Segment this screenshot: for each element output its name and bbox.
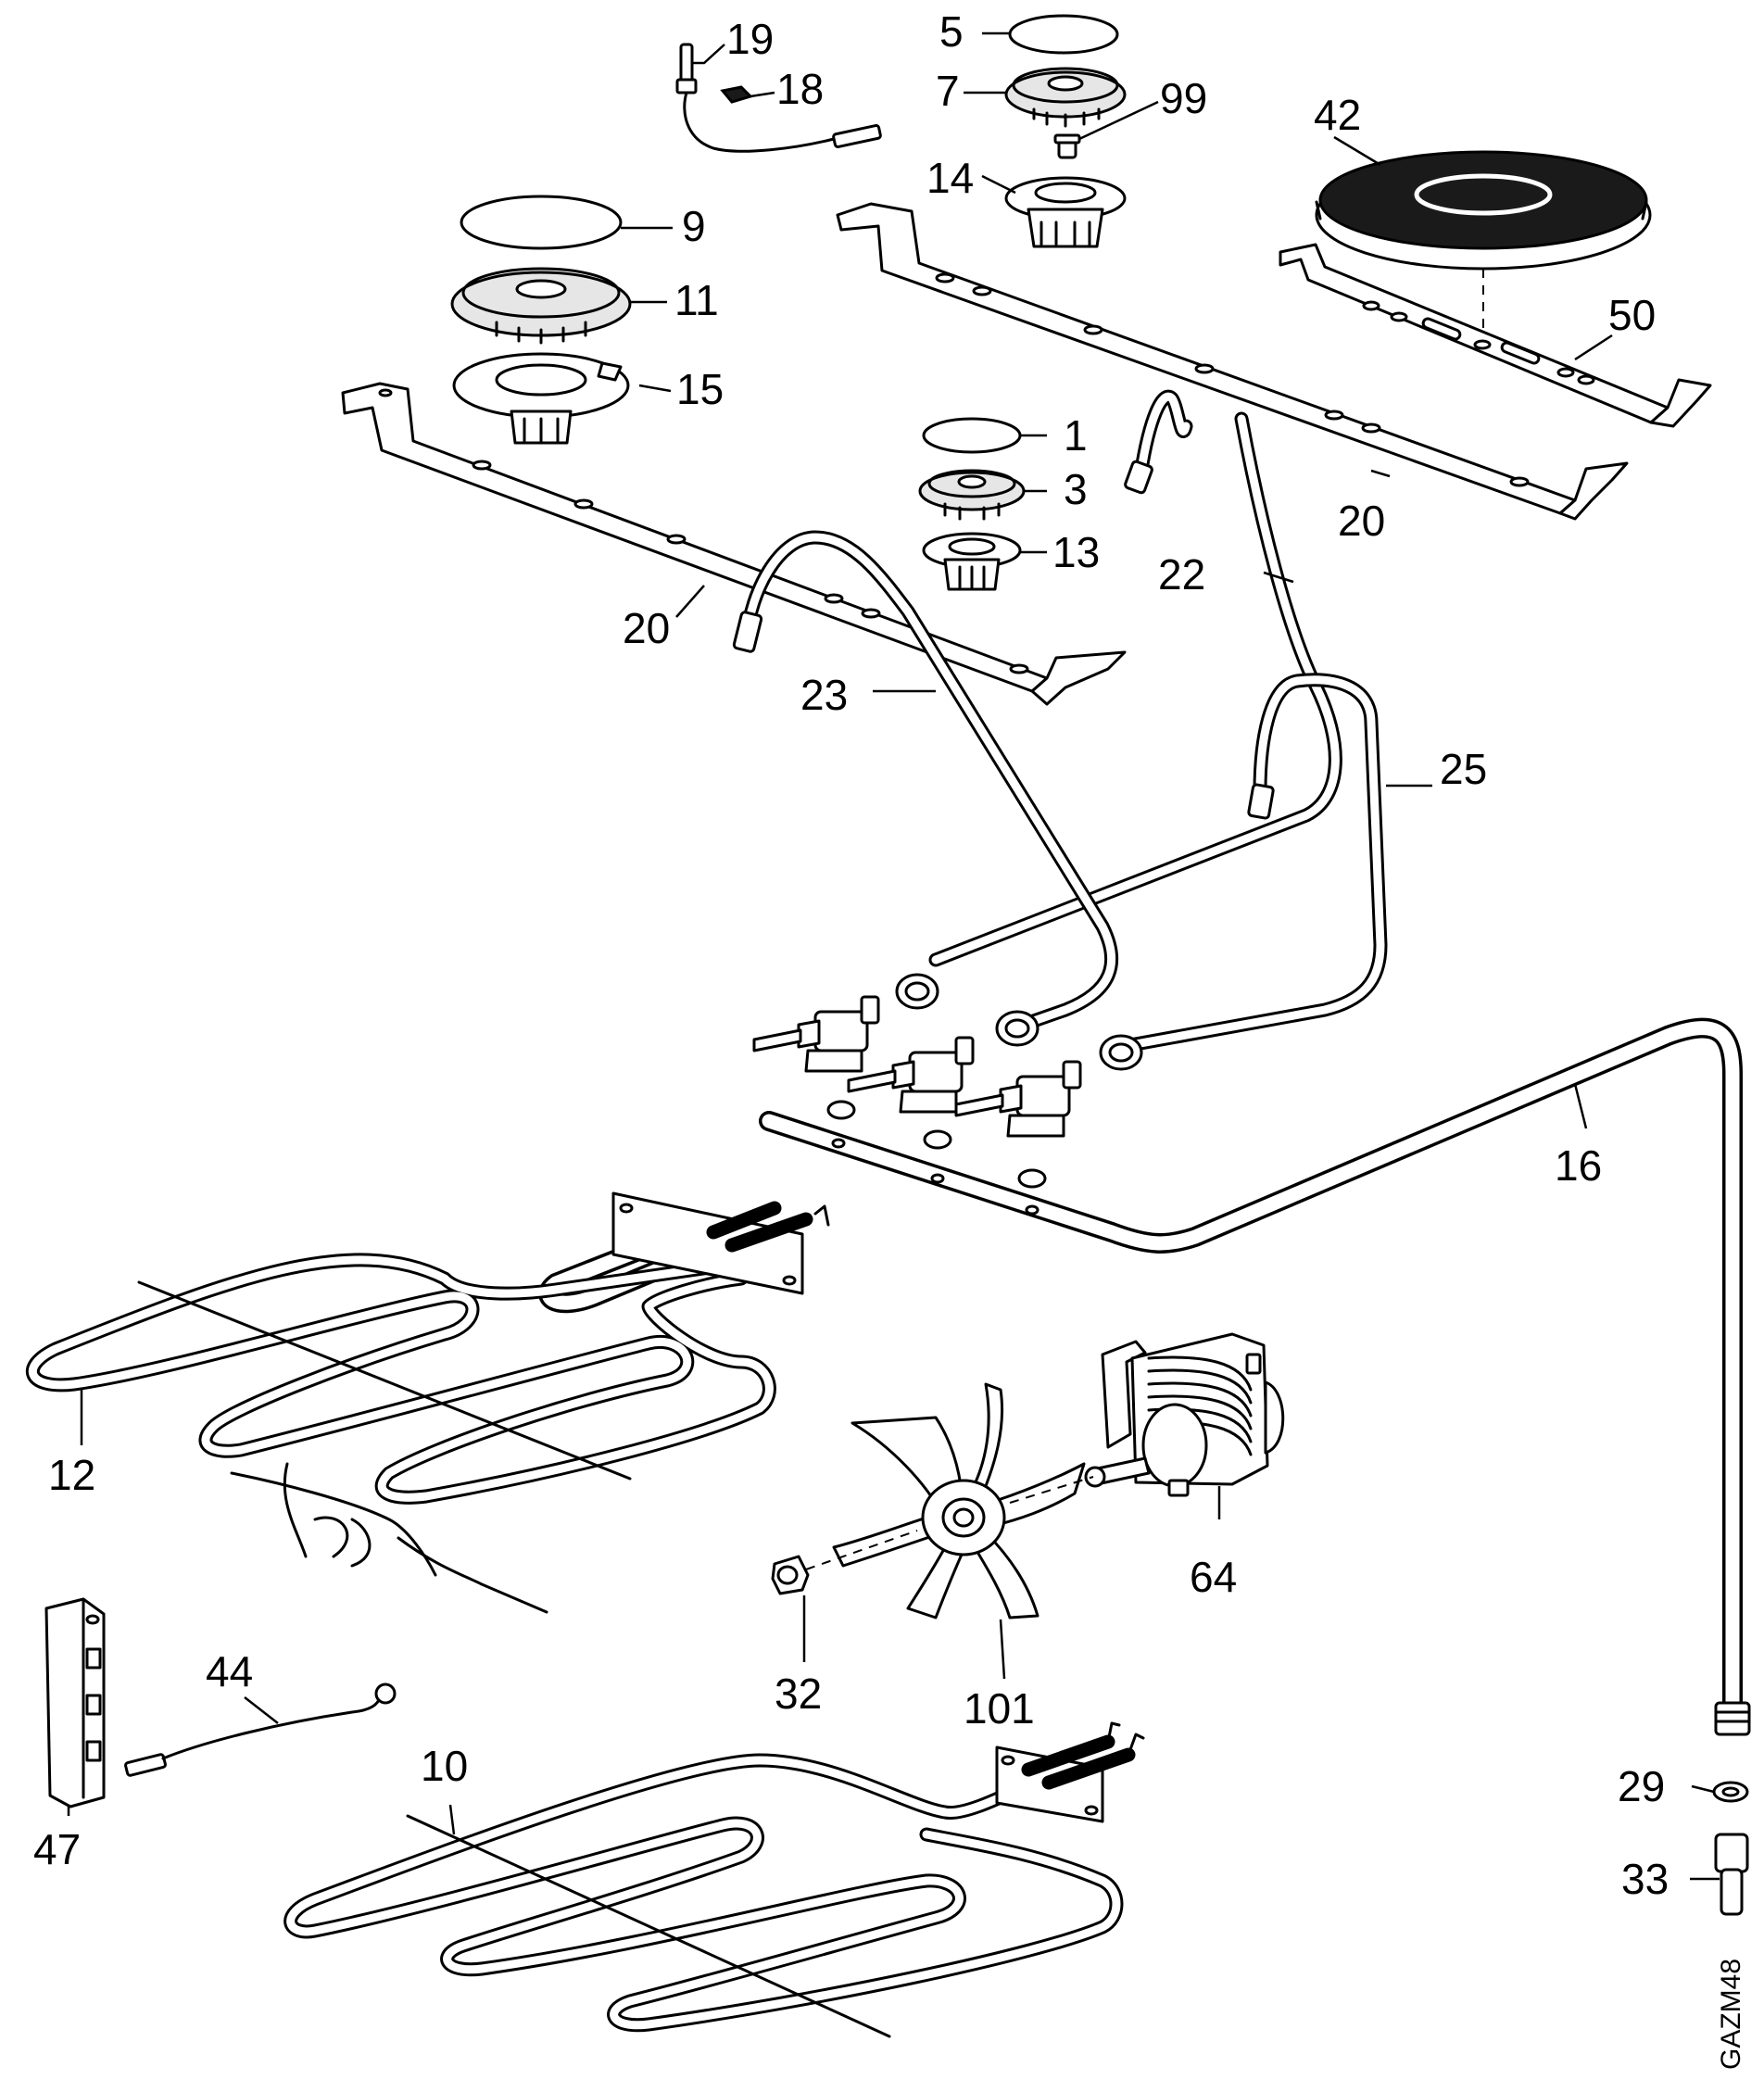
- part-99-injector[interactable]: [1053, 133, 1081, 159]
- diagram-code: GAZM48: [1716, 1959, 1746, 2070]
- callout-1: 1: [1064, 411, 1088, 460]
- callout-47: 47: [33, 1825, 81, 1873]
- tap-seals: [826, 1100, 1047, 1189]
- callout-13: 13: [1052, 528, 1100, 576]
- part-47-terminal-bracket[interactable]: [44, 1597, 106, 1808]
- leader-lines: [67, 32, 1720, 1881]
- part-12-grill-element[interactable]: [25, 1191, 830, 1505]
- gas-tap-2[interactable]: [847, 1036, 975, 1114]
- gas-tap-3[interactable]: [954, 1060, 1082, 1138]
- part-20-right-cross-bracket[interactable]: [836, 202, 1629, 521]
- callout-18: 18: [776, 65, 824, 113]
- part-19-thermocouple-tip[interactable]: [675, 43, 836, 153]
- part-42-hotplate[interactable]: [1315, 150, 1652, 271]
- part-14-burner-base[interactable]: [1004, 176, 1127, 248]
- callout-99: 99: [1160, 74, 1207, 122]
- callout-9: 9: [682, 202, 706, 250]
- part-25-gas-pipe[interactable]: [1123, 673, 1388, 1052]
- callout-14: 14: [926, 154, 974, 202]
- callout-3: 3: [1064, 465, 1088, 513]
- callout-11: 11: [674, 276, 719, 324]
- callout-23: 23: [800, 671, 848, 719]
- callout-101: 101: [964, 1684, 1035, 1733]
- callout-50: 50: [1608, 291, 1656, 339]
- part-13-burner-base[interactable]: [922, 532, 1022, 591]
- part-33-connector[interactable]: [1714, 1833, 1749, 1916]
- callout-25: 25: [1440, 745, 1487, 793]
- callout-44: 44: [206, 1647, 253, 1695]
- part-5-burner-cap[interactable]: [1008, 14, 1119, 55]
- part-3-burner-head[interactable]: [918, 469, 1026, 521]
- part-29-seal[interactable]: [1712, 1781, 1749, 1803]
- callout-33: 33: [1621, 1855, 1669, 1903]
- gas-tap-1[interactable]: [752, 995, 880, 1073]
- callout-19: 19: [726, 15, 774, 63]
- part-44-probe-lead[interactable]: [124, 1682, 397, 1777]
- callout-10: 10: [421, 1742, 468, 1790]
- part-18-clip[interactable]: [720, 85, 753, 104]
- part-50-hotplate-bracket[interactable]: [1279, 243, 1712, 428]
- callout-22: 22: [1158, 550, 1205, 599]
- part-1-burner-cap[interactable]: [922, 417, 1022, 454]
- part-7-burner-head[interactable]: [1004, 67, 1127, 128]
- callout-15: 15: [676, 365, 724, 413]
- callout-labels: 19 18 5 7 99 14 42 50 9 11 15 1 3 13 20 …: [33, 7, 1746, 2070]
- part-16-gas-manifold[interactable]: [759, 1017, 1751, 1736]
- callout-5: 5: [939, 7, 964, 56]
- callout-16: 16: [1555, 1141, 1602, 1190]
- callout-20-right: 20: [1338, 497, 1385, 545]
- callout-20-left: 20: [623, 604, 670, 652]
- part-11-burner-head[interactable]: [450, 267, 632, 345]
- callout-42: 42: [1314, 91, 1361, 139]
- part-9-burner-cap[interactable]: [460, 195, 623, 250]
- part-32-fan-nut[interactable]: [771, 1555, 810, 1595]
- callout-32: 32: [775, 1670, 822, 1718]
- pipe-nuts: [895, 973, 1143, 1071]
- part-64-fan-motor[interactable]: [1084, 1332, 1285, 1497]
- part-10-bottom-element[interactable]: [284, 1721, 1145, 2038]
- callout-7: 7: [936, 67, 960, 115]
- part-15-burner-base[interactable]: [452, 352, 630, 445]
- callout-64: 64: [1190, 1553, 1237, 1601]
- signature-scribble: [230, 1462, 548, 1614]
- part-101-fan-blade[interactable]: [832, 1382, 1086, 1619]
- part-23-gas-pipe[interactable]: [732, 530, 1119, 1030]
- callout-29: 29: [1618, 1762, 1665, 1810]
- callout-12: 12: [48, 1451, 95, 1499]
- part-20-left-cross-bracket[interactable]: [341, 382, 1127, 706]
